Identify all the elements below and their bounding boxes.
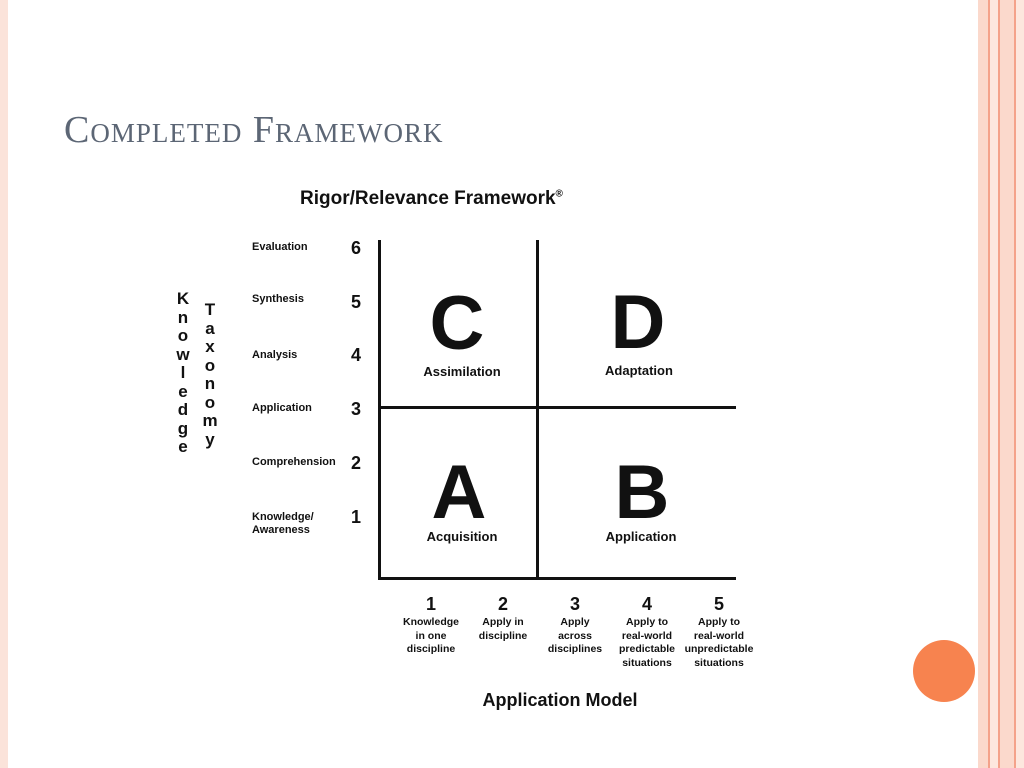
quadrant-divider-vertical <box>536 240 539 580</box>
y-level-number: 3 <box>350 399 361 419</box>
x-level-label: Apply to real-world predictable situatio… <box>618 616 676 669</box>
registered-mark: ® <box>555 188 563 200</box>
y-axis-line <box>378 240 381 580</box>
y-axis-word-knowledge: K n o w l e d g e <box>176 289 190 456</box>
decorative-stripe <box>988 0 990 768</box>
quadrant-b-name: Application <box>605 529 677 544</box>
quadrant-c-letter: C <box>429 281 485 366</box>
y-level-label: Evaluation <box>252 241 308 253</box>
x-axis-title: Application Model <box>482 690 638 710</box>
slide-title: Completed Framework <box>64 109 444 151</box>
quadrant-divider-horizontal <box>378 406 736 409</box>
diagram-title: Rigor/Relevance Framework® <box>300 188 620 210</box>
slide-left-border <box>0 0 8 768</box>
quadrant-b-letter: B <box>614 450 670 535</box>
decorative-stripe <box>1016 0 1024 768</box>
quadrant-a-letter: A <box>431 450 487 535</box>
decorative-stripe <box>1014 0 1016 768</box>
decorative-stripe <box>1000 0 1014 768</box>
x-level-label: Apply to real-world unpredictable situat… <box>684 616 754 669</box>
y-level-label: Analysis <box>252 349 298 361</box>
quadrant-d-name: Adaptation <box>605 363 673 378</box>
decorative-stripe <box>990 0 998 768</box>
y-level-number: 4 <box>350 345 361 365</box>
x-level-number: 4 <box>641 594 652 614</box>
y-level-label: Comprehension <box>252 456 336 468</box>
diagram-title-text: Rigor/Relevance Framework <box>300 188 556 209</box>
y-level-label: Knowledge/ Awareness <box>252 511 314 536</box>
y-level-label: Application <box>252 402 312 414</box>
quadrant-c-name: Assimilation <box>423 364 501 379</box>
x-level-number: 5 <box>713 594 724 614</box>
decorative-stripe <box>998 0 1000 768</box>
y-level-number: 6 <box>350 238 361 258</box>
decorative-orange-circle <box>913 640 975 702</box>
x-level-label: Knowledge in one discipline <box>402 616 459 655</box>
x-axis-line <box>378 577 736 580</box>
x-level-label: Apply across disciplines <box>547 616 603 655</box>
y-level-number: 5 <box>350 292 361 312</box>
y-axis-word-taxonomy: T a x o n o m y <box>202 300 218 449</box>
quadrant-a-name: Acquisition <box>426 529 498 544</box>
y-level-label: Synthesis <box>252 293 304 305</box>
quadrant-d-letter: D <box>610 280 666 365</box>
y-level-number: 2 <box>350 453 361 473</box>
x-level-label: Apply in discipline <box>478 616 528 642</box>
decorative-stripe <box>978 0 988 768</box>
y-level-number: 1 <box>350 507 361 527</box>
x-level-number: 2 <box>497 594 508 614</box>
x-level-number: 3 <box>569 594 580 614</box>
x-level-number: 1 <box>425 594 436 614</box>
